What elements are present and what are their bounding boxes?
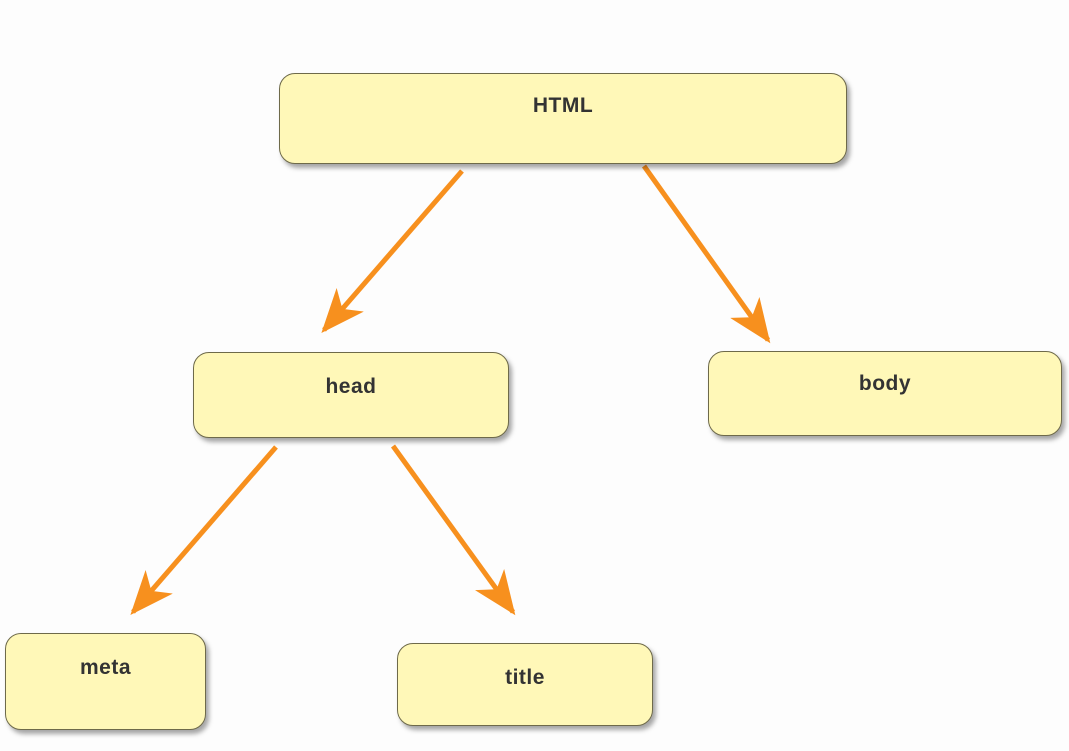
node-meta: meta — [5, 633, 206, 730]
arrow-html-to-head — [321, 169, 464, 334]
arrow-head-to-title — [390, 444, 516, 616]
node-body-label: body — [858, 372, 912, 395]
node-html-label: HTML — [532, 94, 594, 117]
node-head-label: head — [325, 375, 377, 398]
node-title: title — [397, 643, 653, 726]
node-meta-label: meta — [79, 656, 132, 679]
node-head: head — [193, 352, 509, 438]
node-title-label: title — [505, 666, 545, 689]
node-body: body — [708, 351, 1062, 436]
node-html: HTML — [279, 73, 847, 164]
arrow-head-to-meta — [130, 445, 278, 616]
arrow-html-to-body — [641, 164, 771, 344]
